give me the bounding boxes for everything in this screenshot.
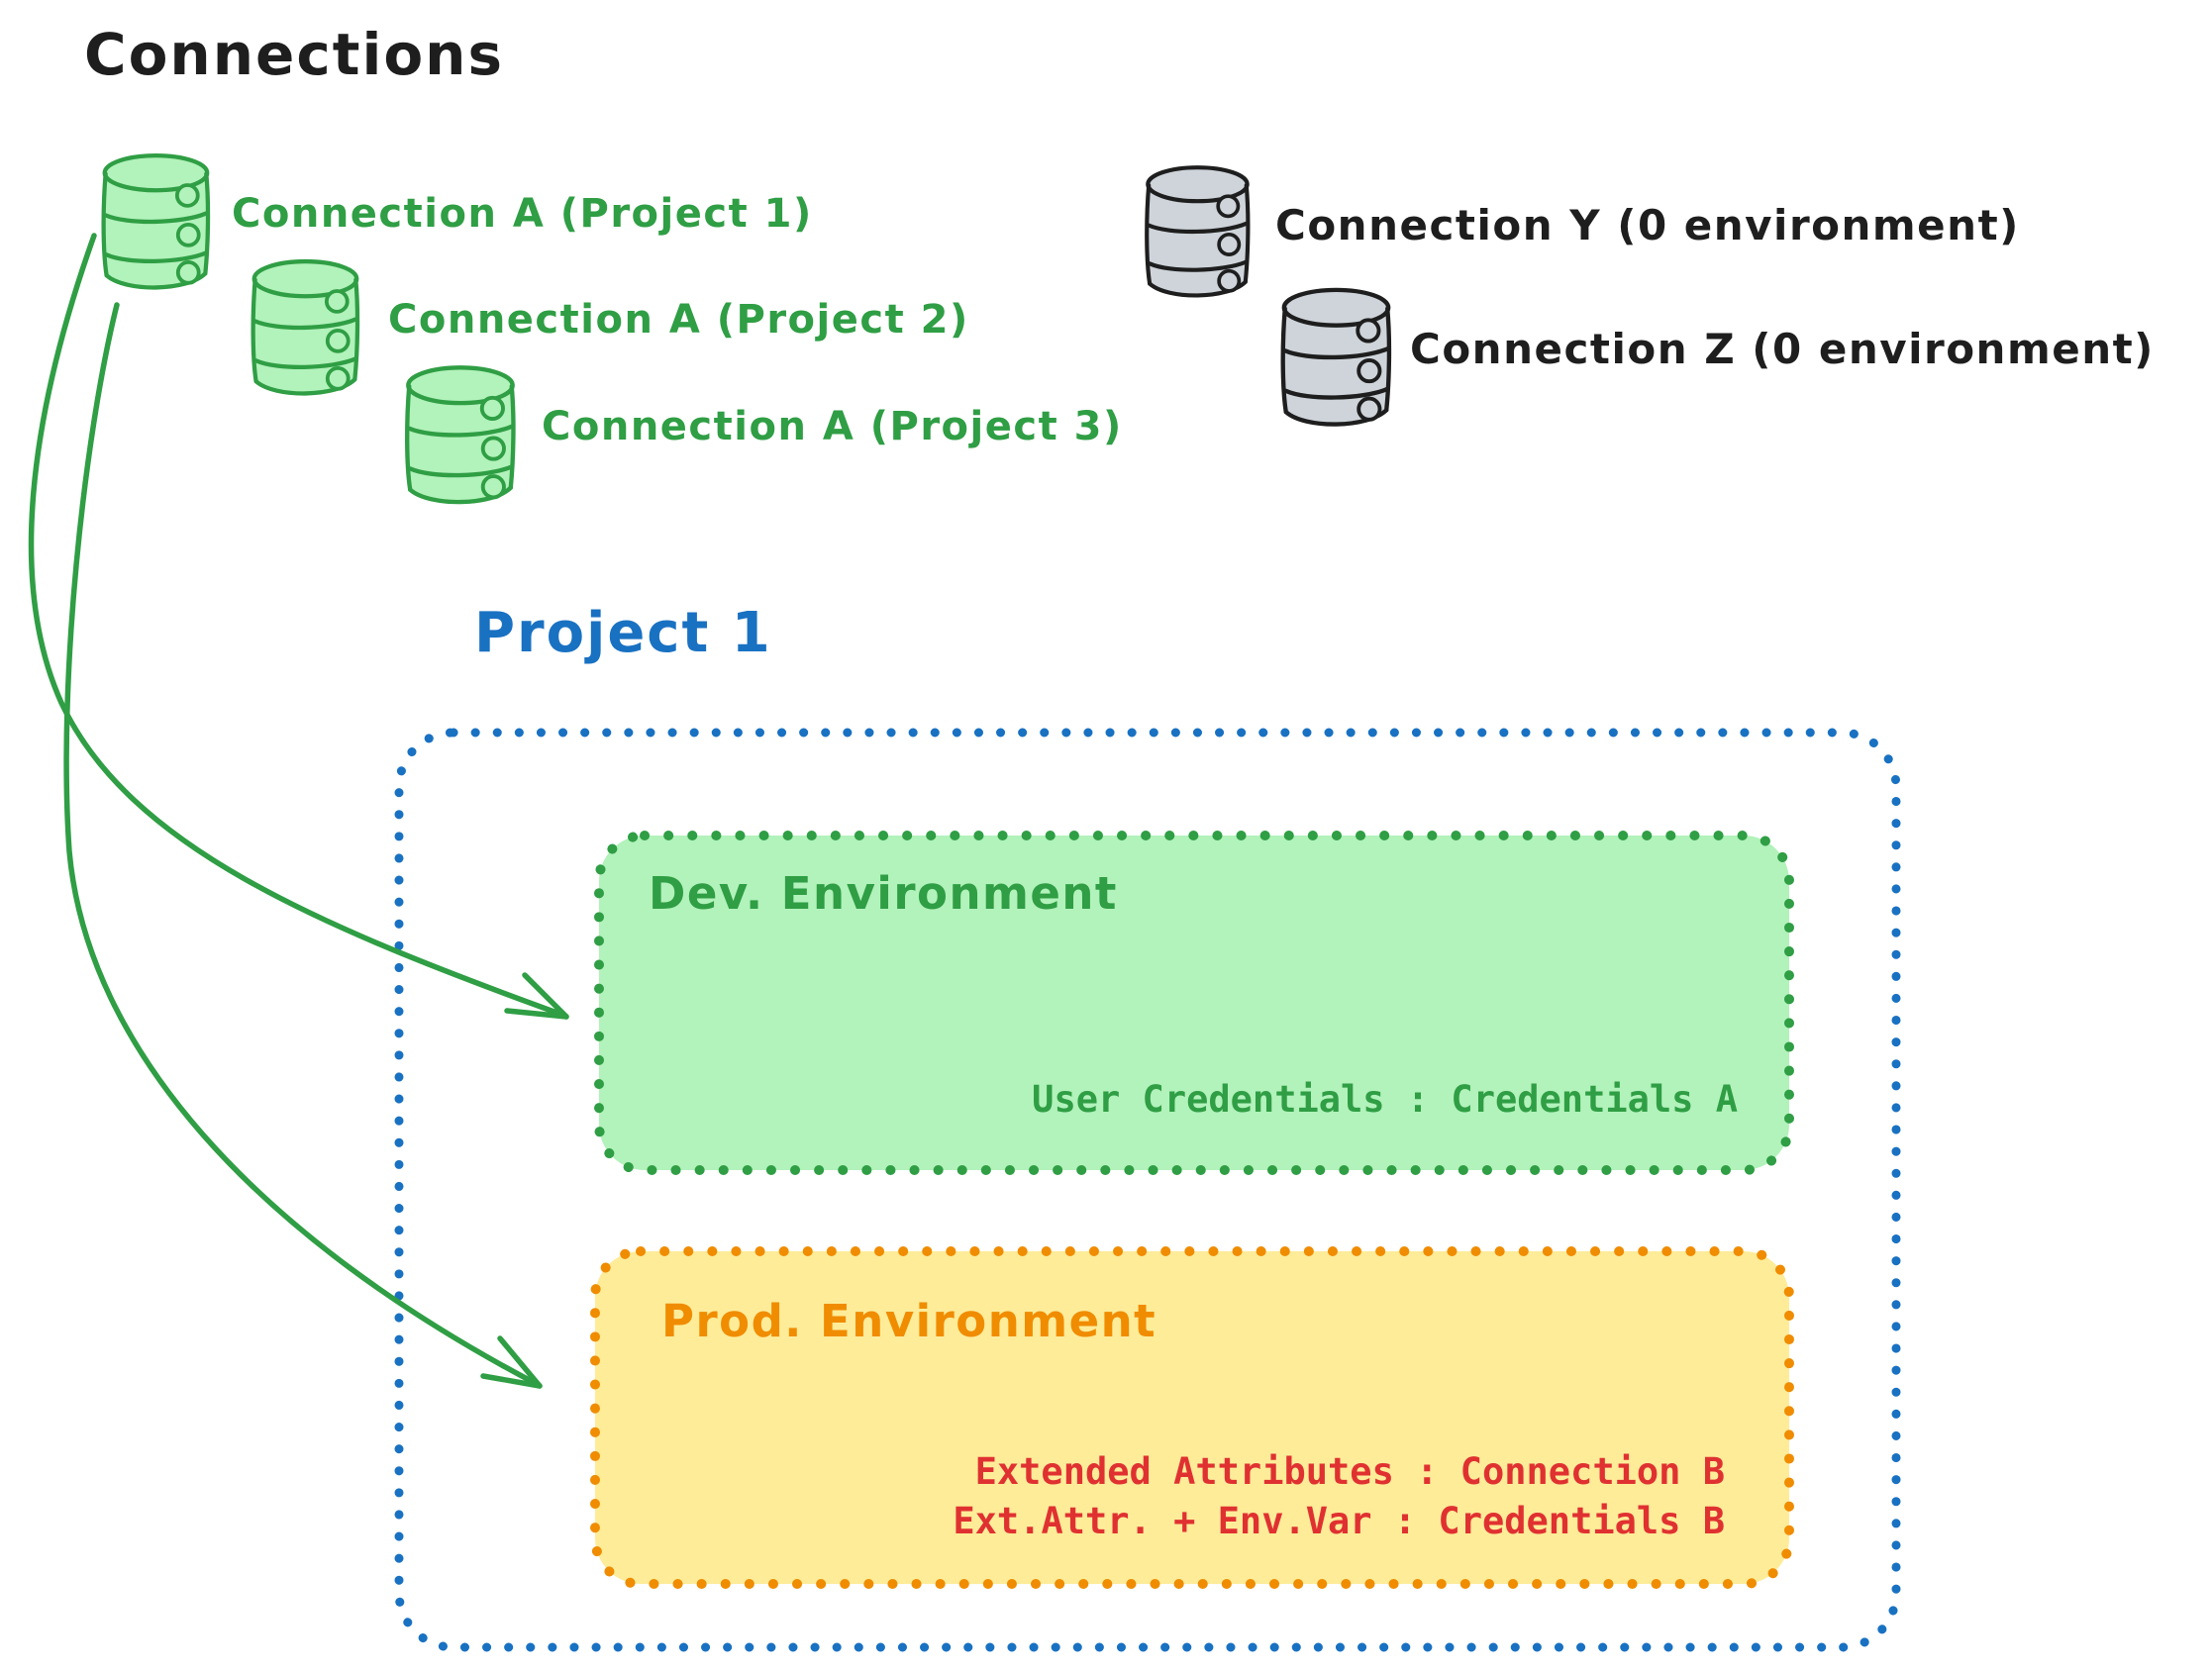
prod-environment-box [590,1246,1794,1589]
database-icon-connection-y [1147,167,1248,295]
arrow-to-prod-environment [63,302,543,1389]
database-icon-connection-a-project-1 [104,155,208,287]
connection-a-project-1-label: Connection A (Project 1) [232,191,813,237]
connection-a-project-2-label: Connection A (Project 2) [388,297,969,343]
prod-environment-bindings: Extended Attributes : Connection B Ext.A… [953,1447,1725,1546]
database-icon-connection-z [1283,290,1389,425]
prod-environment-title: Prod. Environment [661,1295,1157,1347]
project-1-box [394,728,1901,1652]
prod-environment-binding-1: Extended Attributes : Connection B [974,1450,1725,1493]
dev-environment-binding: User Credentials : Credentials A [1032,1078,1738,1121]
dev-environment-title: Dev. Environment [649,867,1118,920]
dev-environment-box [594,831,1794,1175]
diagram-title: Connections [84,21,504,88]
database-icon-connection-a-project-2 [253,261,357,393]
database-icon-connection-a-project-3 [407,367,513,502]
project-1-title: Project 1 [474,601,772,665]
prod-environment-binding-2: Ext.Attr. + Env.Var : Credentials B [953,1500,1725,1542]
connection-a-project-3-label: Connection A (Project 3) [542,404,1123,449]
connection-z-label: Connection Z (0 environment) [1410,325,2155,373]
connection-y-label: Connection Y (0 environment) [1275,201,2020,249]
